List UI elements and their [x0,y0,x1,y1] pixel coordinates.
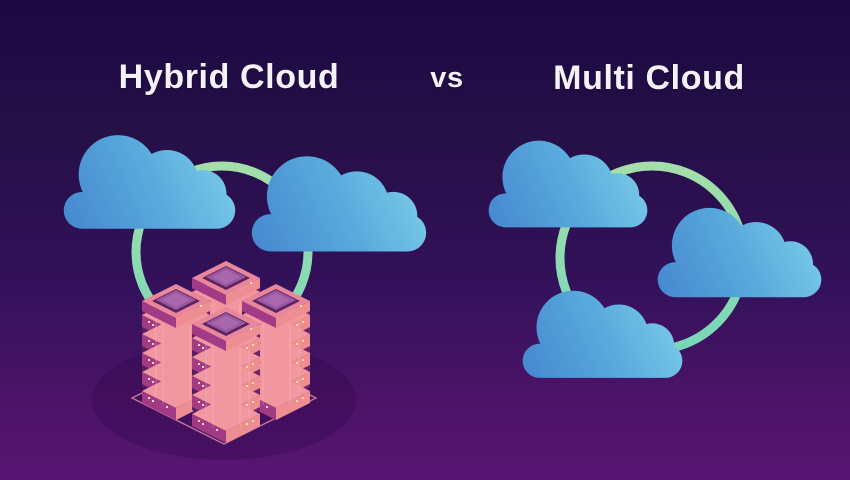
cloud-icon [522,290,683,378]
hybrid-cloud-illustration [63,135,427,460]
cloud-icon [251,156,427,252]
multi-cloud-illustration [488,140,822,378]
cloud-icon [63,135,236,229]
hybrid-cloud-title: Hybrid Cloud [118,58,340,96]
vs-separator: vs [430,62,464,94]
multi-cloud-title: Multi Cloud [553,59,745,97]
cloud-icon [488,140,648,228]
server-tower-front [192,307,260,443]
